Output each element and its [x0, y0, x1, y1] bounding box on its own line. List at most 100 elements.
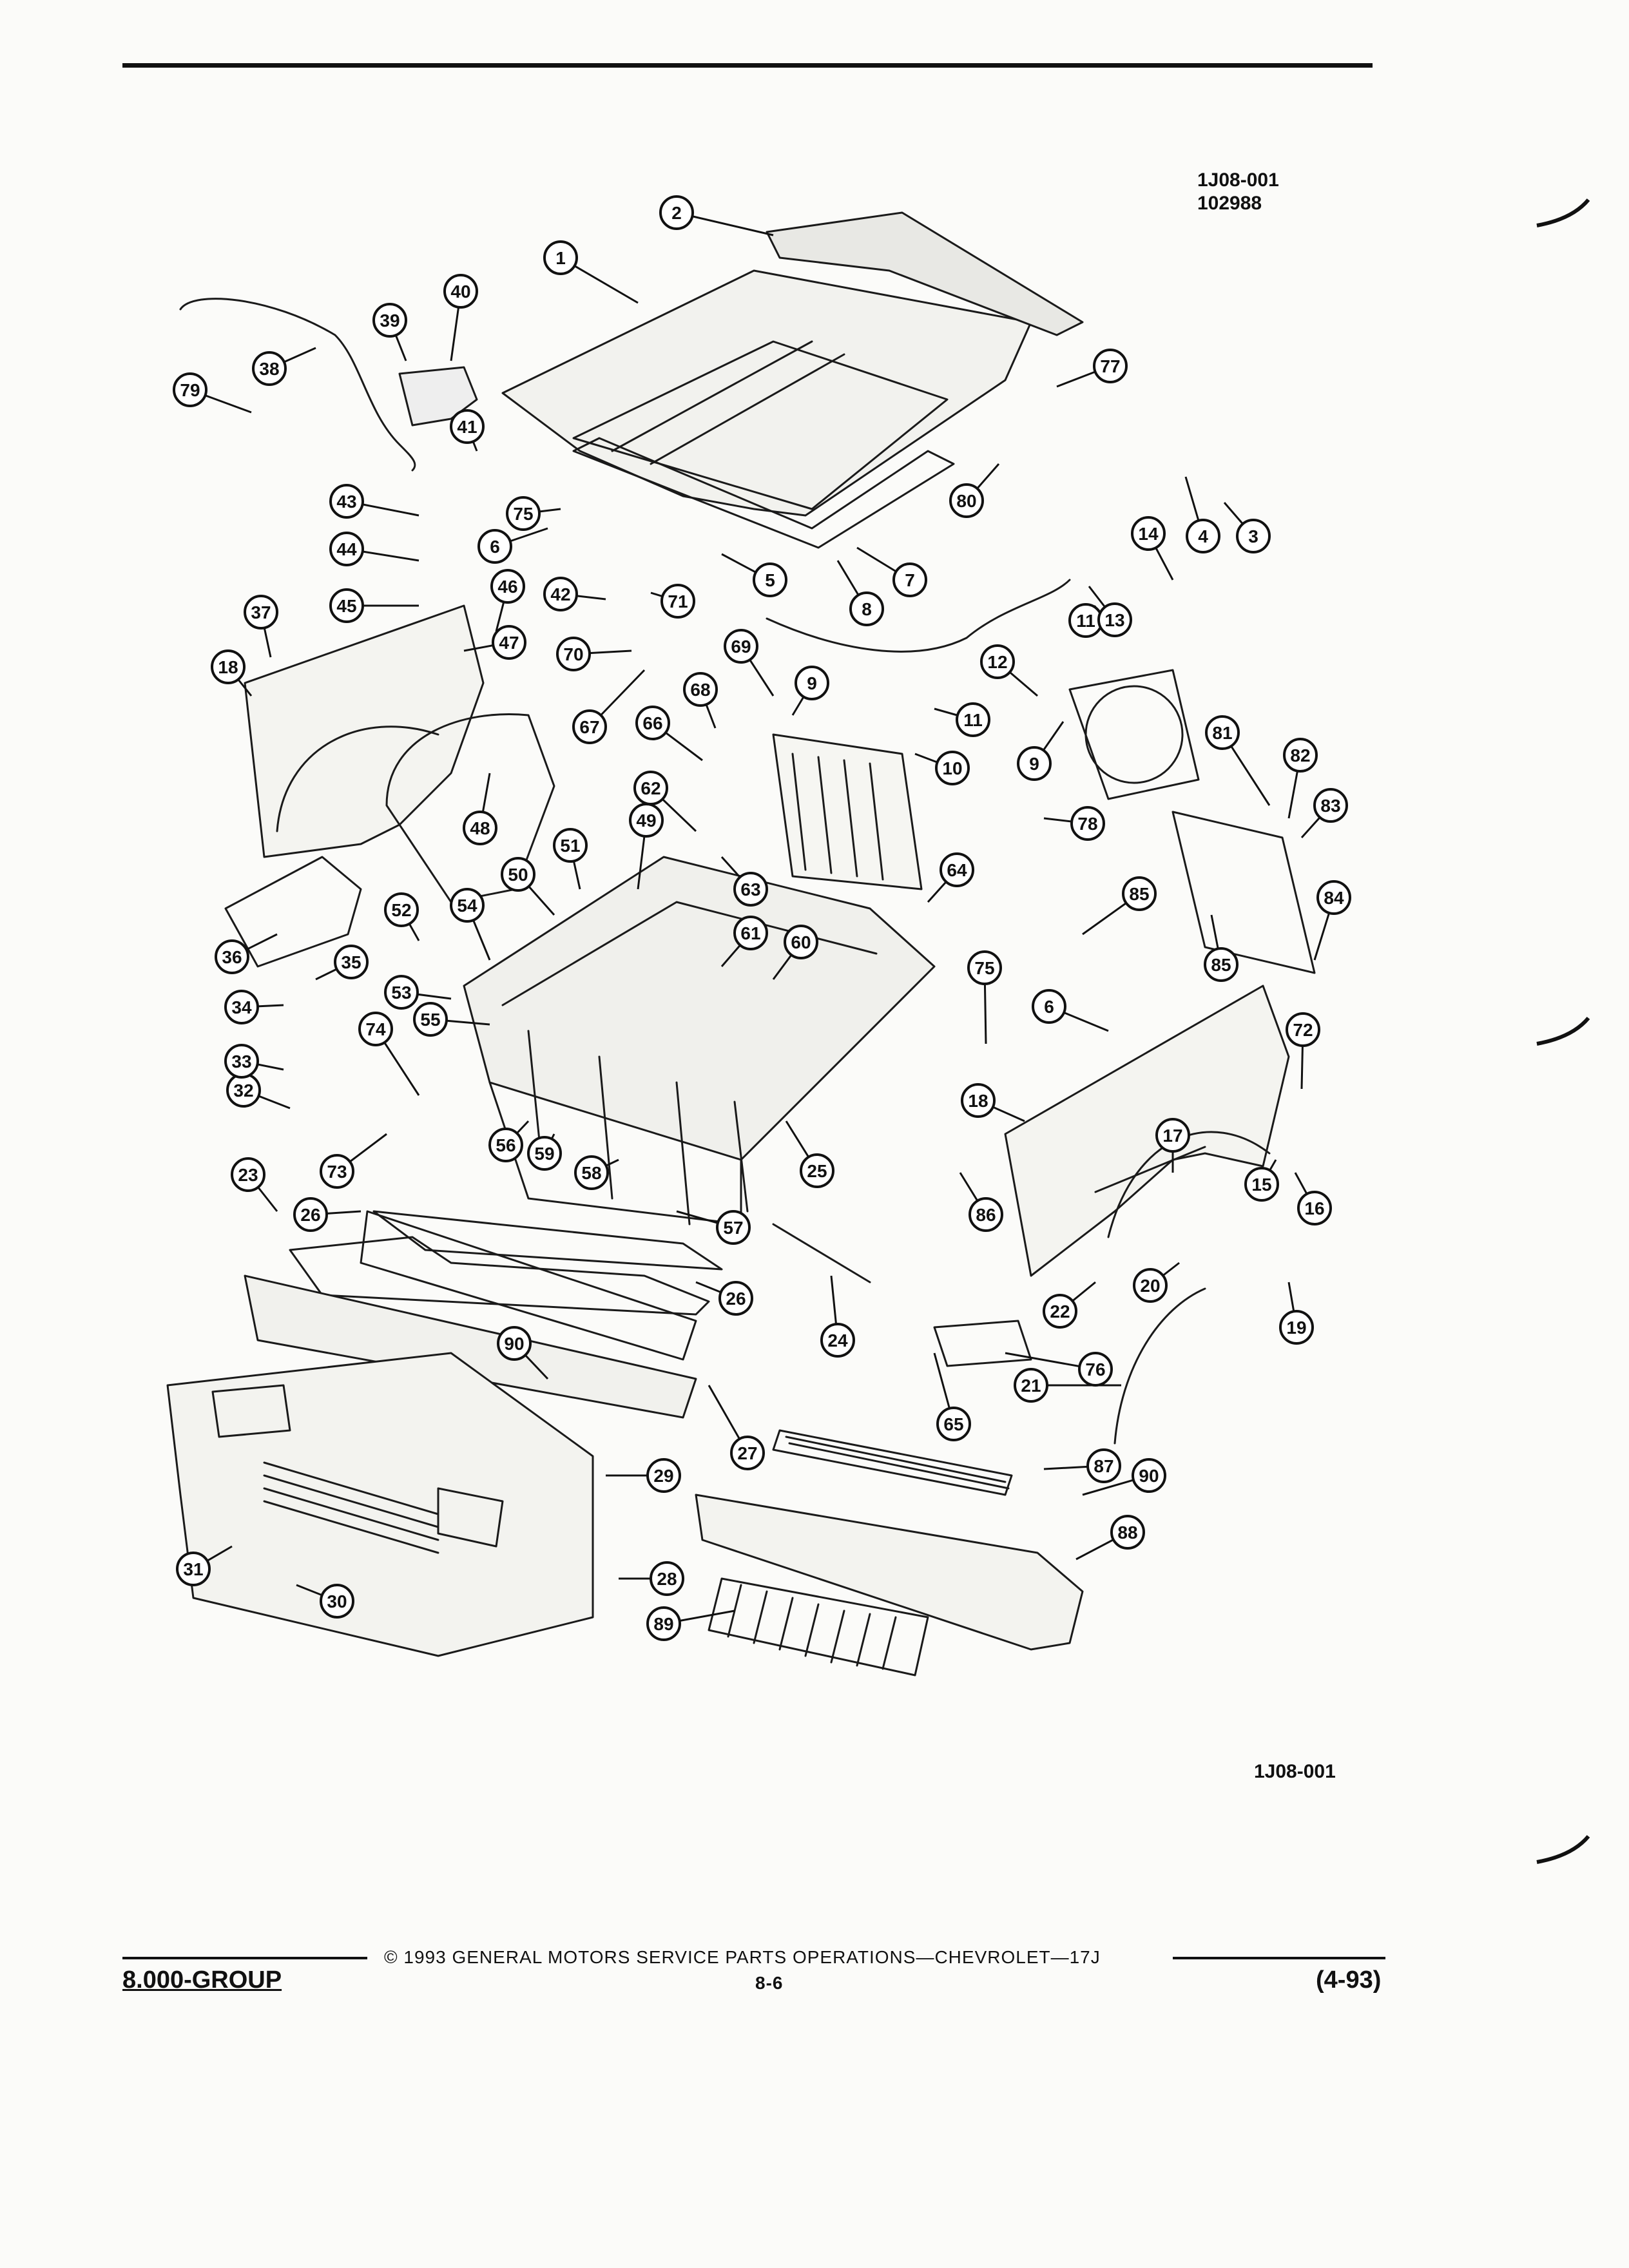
fan-shroud [1068, 669, 1200, 800]
revision-label: (4-93) [1316, 1966, 1382, 1994]
callout-label: 11 [1076, 611, 1095, 631]
callout-36: 36 [215, 939, 249, 974]
callout-label: 49 [636, 811, 656, 831]
callout-label: 10 [942, 758, 962, 778]
callout-label: 51 [560, 836, 580, 856]
callout-label: 39 [380, 311, 400, 331]
callout-label: 22 [1050, 1302, 1070, 1321]
support-uprights [527, 1030, 749, 1225]
callout-label: 45 [336, 596, 356, 616]
edge-mark-2 [1536, 1017, 1590, 1046]
grille-insert-right [772, 1429, 1013, 1496]
callout-35: 35 [334, 945, 369, 979]
callout-label: 40 [450, 282, 470, 302]
callout-label: 85 [1211, 955, 1231, 975]
fascia-opening-left [211, 1384, 291, 1438]
callout-label: 1 [555, 248, 566, 268]
callout-label: 88 [1117, 1523, 1137, 1542]
figure-code-bottom: 1J08-001 [1254, 1761, 1336, 1782]
callout-11: 11 [956, 702, 990, 737]
callout-60: 60 [784, 925, 818, 959]
callout-31: 31 [176, 1552, 211, 1586]
left-fender-wheel-arch [276, 726, 439, 832]
callout-label: 65 [943, 1414, 963, 1434]
callout-label: 58 [581, 1163, 601, 1183]
callout-40: 40 [443, 274, 478, 309]
callout-39: 39 [372, 303, 407, 338]
callout-82: 82 [1283, 738, 1318, 773]
callout-1: 1 [543, 240, 578, 275]
callout-83: 83 [1313, 788, 1348, 823]
callout-86: 86 [969, 1197, 1003, 1232]
callout-88: 88 [1110, 1515, 1145, 1550]
callout-49: 49 [629, 803, 664, 838]
callout-80: 80 [949, 483, 984, 518]
callout-52: 52 [384, 892, 419, 927]
callout-label: 68 [690, 680, 710, 700]
callout-label: 85 [1129, 884, 1149, 904]
callout-67: 67 [572, 709, 607, 744]
callout-label: 53 [391, 983, 411, 1003]
callout-81: 81 [1205, 715, 1240, 750]
callout-84: 84 [1316, 880, 1351, 915]
edge-mark-3 [1536, 1835, 1590, 1864]
hood-panel [501, 269, 1032, 517]
callout-label: 17 [1162, 1126, 1182, 1146]
callout-label: 89 [653, 1614, 673, 1634]
grille-insert-lines [785, 1436, 1010, 1490]
callout-label: 46 [497, 577, 517, 597]
callout-label: 87 [1094, 1456, 1113, 1476]
callout-14: 14 [1131, 516, 1166, 551]
fan-ring [1084, 685, 1184, 784]
callout-55: 55 [413, 1002, 448, 1037]
callout-label: 18 [968, 1091, 988, 1111]
callout-label: 11 [963, 710, 983, 730]
callout-18: 18 [211, 649, 246, 684]
splash-shield [224, 856, 362, 968]
callout-38: 38 [252, 351, 287, 386]
callout-label: 5 [765, 570, 775, 590]
callout-label: 60 [791, 932, 811, 952]
callout-label: 33 [231, 1052, 251, 1072]
condenser [1171, 811, 1316, 974]
callout-label: 71 [668, 591, 688, 611]
callout-3: 3 [1236, 519, 1271, 553]
callout-2: 2 [659, 195, 694, 230]
callout-9: 9 [1017, 746, 1052, 781]
figure-code-line1: 1J08-001 [1197, 169, 1279, 191]
fascia-rear [244, 1274, 697, 1419]
callout-label: 37 [251, 602, 271, 622]
hood-ridge-1 [611, 340, 813, 452]
figure-code-top: 1J08-001 102988 [1197, 169, 1279, 215]
callout-25: 25 [800, 1153, 834, 1188]
callout-28: 28 [650, 1561, 684, 1596]
callout-label: 6 [490, 537, 500, 557]
callout-62: 62 [633, 771, 668, 805]
callout-76: 76 [1078, 1352, 1113, 1387]
bumper-reinforcement-upper [289, 1236, 710, 1316]
hood-insulator [572, 437, 955, 549]
callout-label: 34 [231, 997, 252, 1017]
callout-43: 43 [329, 484, 364, 519]
callout-label: 26 [726, 1289, 746, 1309]
callout-85: 85 [1204, 947, 1239, 982]
callout-19: 19 [1279, 1310, 1314, 1345]
callout-42: 42 [543, 577, 578, 611]
callout-label: 74 [365, 1019, 386, 1039]
callout-label: 16 [1304, 1198, 1324, 1218]
callout-label: 59 [534, 1144, 554, 1164]
callout-label: 41 [457, 417, 477, 437]
callout-label: 35 [341, 952, 361, 972]
callout-22: 22 [1043, 1294, 1077, 1329]
callout-5: 5 [753, 562, 787, 597]
callout-label: 48 [470, 818, 490, 838]
callout-69: 69 [724, 629, 758, 664]
callout-label: 75 [974, 958, 994, 978]
callout-label: 90 [504, 1334, 524, 1354]
callout-label: 15 [1251, 1175, 1271, 1195]
callout-label: 57 [723, 1218, 743, 1238]
callout-68: 68 [683, 672, 718, 707]
callout-label: 21 [1021, 1376, 1041, 1396]
callout-label: 25 [807, 1161, 827, 1181]
callout-71: 71 [660, 584, 695, 619]
